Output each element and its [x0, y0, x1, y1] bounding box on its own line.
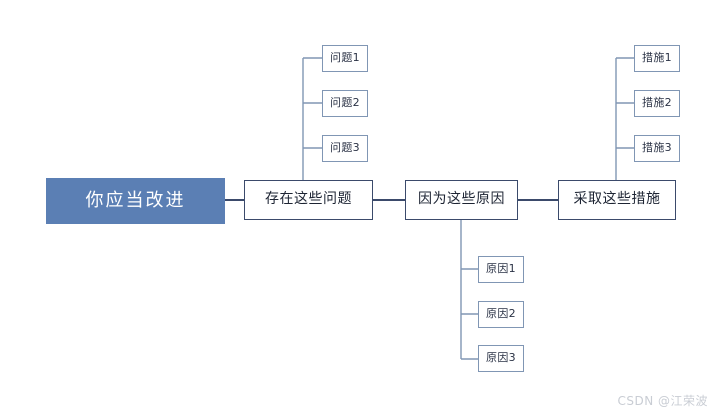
node-measure-3[interactable]: 措施3: [634, 135, 680, 162]
node-problem-1[interactable]: 问题1: [322, 45, 368, 72]
node-causes[interactable]: 因为这些原因: [405, 180, 518, 220]
node-root[interactable]: 你应当改进: [46, 178, 225, 224]
node-problems[interactable]: 存在这些问题: [244, 180, 373, 220]
node-problem-2[interactable]: 问题2: [322, 90, 368, 117]
node-cause-1[interactable]: 原因1: [478, 256, 524, 283]
node-problem-3[interactable]: 问题3: [322, 135, 368, 162]
node-measure-2[interactable]: 措施2: [634, 90, 680, 117]
node-cause-2[interactable]: 原因2: [478, 301, 524, 328]
node-measure-1[interactable]: 措施1: [634, 45, 680, 72]
node-measures[interactable]: 采取这些措施: [558, 180, 676, 220]
node-cause-3[interactable]: 原因3: [478, 345, 524, 372]
watermark: CSDN @江荣波: [617, 394, 708, 408]
